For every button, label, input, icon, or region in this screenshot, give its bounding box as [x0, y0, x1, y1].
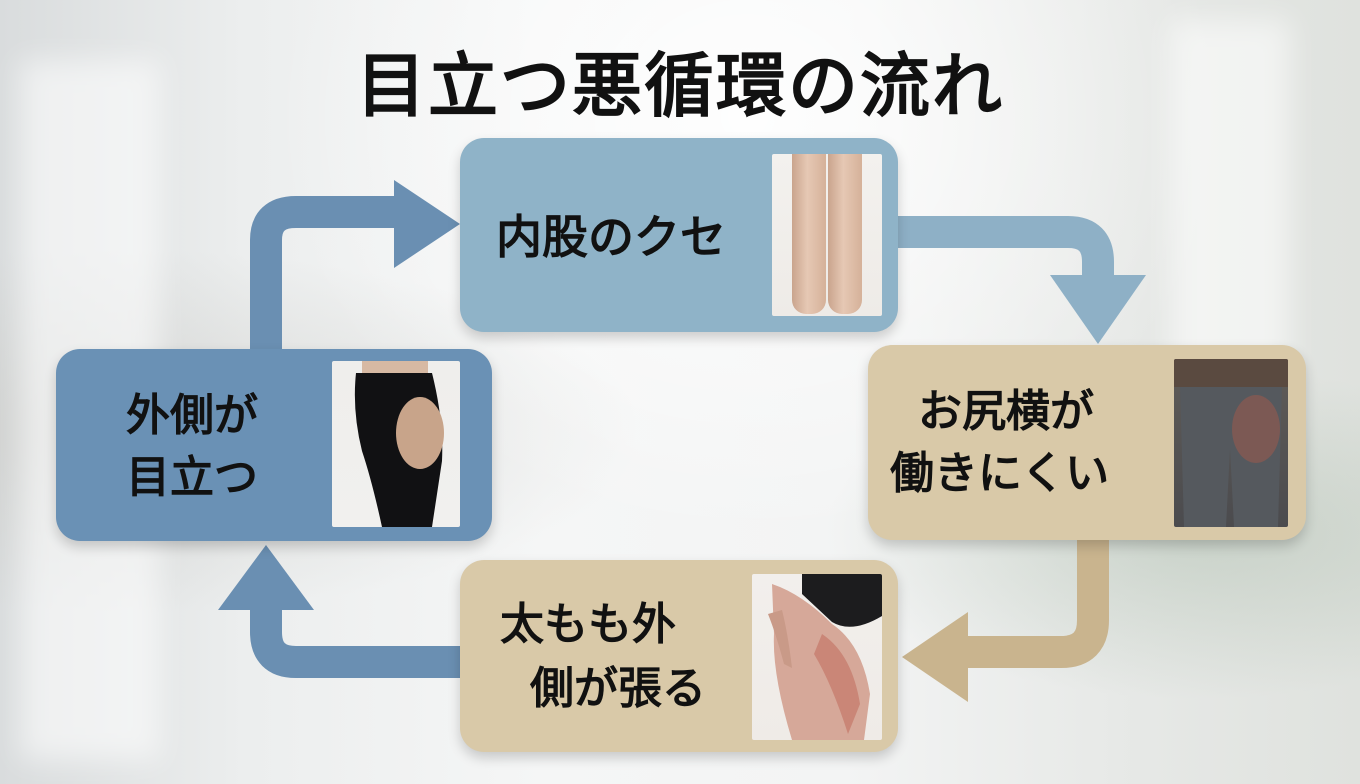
- cycle-step-label-line2: 働きにくい: [890, 445, 1109, 503]
- black-leggings-shape: [332, 361, 460, 527]
- knees-together-photo: [772, 154, 882, 316]
- right-leg-shape: [828, 154, 862, 314]
- cycle-step-hip-side-weak: お尻横が 働きにくい: [868, 345, 1306, 540]
- cycle-step-label-line2: 目立つ: [126, 449, 258, 507]
- cycle-step-label: 内股のクセ: [496, 208, 726, 266]
- outer-thigh-photo: [752, 574, 882, 740]
- cycle-step-label-line1: 外側が: [126, 387, 258, 445]
- arrow-right-to-bottom-head: [902, 612, 968, 702]
- cycle-step-outer-side-noticeable: 外側が 目立つ: [56, 349, 492, 541]
- cycle-step-label-line1: お尻横が: [918, 383, 1094, 441]
- arrow-top-to-right-head: [1050, 275, 1146, 344]
- thigh-shape: [752, 574, 882, 740]
- hip-gray-leggings-photo: [1174, 359, 1288, 527]
- arrow-left-to-top-head: [394, 180, 460, 268]
- left-leg-shape: [792, 154, 826, 314]
- cycle-step-label-line1: 太もも外: [500, 596, 676, 654]
- arrow-bottom-to-left-head: [218, 545, 314, 610]
- hip-black-leggings-photo: [332, 361, 460, 527]
- cycle-step-label-line2: 側が張る: [530, 660, 706, 718]
- arrow-right-to-bottom: [960, 535, 1093, 652]
- arrow-left-to-top: [266, 212, 400, 352]
- cycle-step-inner-thigh-habit: 内股のクセ: [460, 138, 898, 332]
- cycle-step-outer-thigh-tension: 太もも外 側が張る: [460, 560, 898, 752]
- gray-leggings-shape: [1174, 359, 1288, 527]
